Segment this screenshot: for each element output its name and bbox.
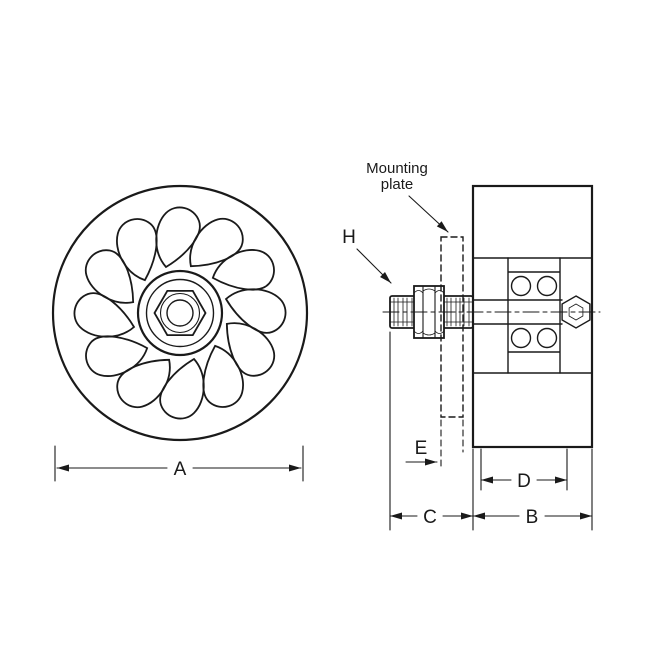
callouts: Mounting plate H	[342, 160, 449, 284]
bearing-ball	[510, 275, 532, 297]
dim-b: B	[472, 448, 593, 531]
bearing-ball	[536, 275, 558, 297]
front-view	[51, 184, 309, 442]
dim-a-extension-lines	[54, 445, 304, 482]
dim-e: E	[405, 438, 438, 466]
wheel-outer-rim	[51, 184, 309, 442]
dim-b-label: B	[526, 507, 539, 528]
mounting-plate	[440, 236, 464, 467]
mounting-plate-leader	[408, 195, 449, 233]
dim-a-label: A	[174, 459, 187, 480]
hub	[136, 269, 224, 357]
dim-c-extension-lines	[389, 331, 474, 531]
bearing-housing-lines	[507, 257, 561, 374]
dim-e-label: E	[415, 438, 428, 459]
mounting-plate-dashed-outline	[440, 236, 464, 418]
hub-ring	[145, 278, 215, 348]
screw-socket-hex	[568, 303, 584, 321]
dim-c: C	[389, 331, 474, 531]
stud-callout-h: H	[342, 227, 356, 248]
bore-circle	[166, 299, 194, 327]
body-section-lines	[472, 257, 593, 374]
dim-a: A	[54, 445, 304, 482]
bearing-ball	[510, 327, 532, 349]
nut-chamfer-arcs	[413, 288, 445, 336]
side-view	[382, 184, 601, 467]
stud-leader	[356, 248, 392, 284]
mounting-plate-extension-lines	[440, 419, 464, 467]
dim-c-label: C	[423, 507, 437, 528]
socket-head-screw	[561, 295, 591, 329]
teardrop-cutouts	[73, 206, 287, 420]
mounting-plate-label-line2: plate	[381, 176, 414, 193]
ball-bearings	[510, 275, 558, 349]
dim-d: D	[480, 448, 568, 492]
mounting-plate-label-line1: Mounting	[366, 160, 428, 177]
bearing-ball	[536, 327, 558, 349]
roller-body	[471, 184, 594, 449]
hex-nut-front	[153, 289, 207, 337]
screw-head-hex	[561, 295, 591, 329]
shaft-lines	[472, 299, 563, 325]
dimensions: A E C B D	[54, 331, 593, 531]
dim-d-label: D	[517, 471, 531, 492]
washer-face-circle	[159, 292, 201, 334]
hub-outer-circle	[136, 269, 224, 357]
